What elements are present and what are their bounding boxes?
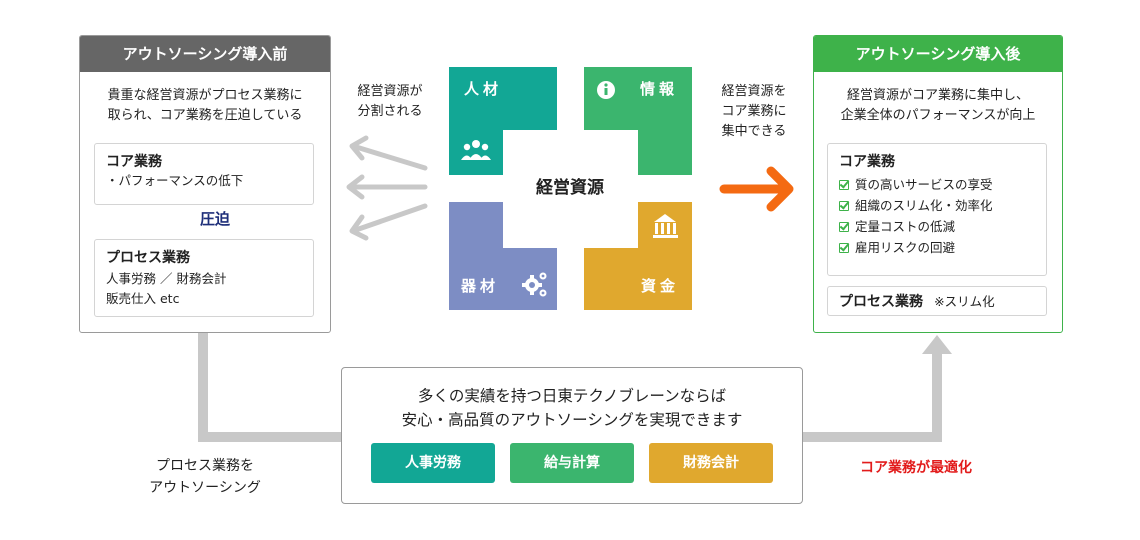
left-caption-line1: プロセス業務を (156, 458, 254, 474)
after-header: アウトソーシング導入後 (814, 36, 1062, 72)
after-core-title: コア業務 (839, 154, 895, 170)
bottom-line2: 安心・高品質のアウトソーシングを実現できます (401, 411, 743, 429)
people-icon (461, 140, 491, 160)
after-item-text: 雇用リスクの回避 (855, 240, 956, 255)
dispersed-line2: 分割される (357, 104, 423, 119)
after-core-item: 組織のスリム化・効率化 (839, 195, 1035, 216)
right-connector-line (801, 352, 942, 442)
focus-arrow (719, 166, 794, 212)
after-outsourcing-panel: アウトソーシング導入後 経営資源がコア業務に集中し、 企業全体のパフォーマンスが… (813, 35, 1063, 333)
bottom-line1: 多くの実績を持つ日東テクノブレーンならば (417, 387, 727, 405)
dispersed-line1: 経営資源が (357, 84, 423, 99)
label-equipment: 器材 (461, 277, 500, 295)
after-item-text: 質の高いサービスの享受 (855, 177, 993, 192)
after-process-note: ※スリム化 (934, 294, 995, 309)
pill-hr: 人事労務 (371, 443, 495, 483)
label-info: 情報 (640, 80, 679, 98)
after-core-item: 雇用リスクの回避 (839, 237, 1035, 258)
focus-line3: 集中できる (721, 124, 787, 139)
after-item-text: 定量コストの低減 (855, 219, 956, 234)
left-connector-line (198, 331, 341, 442)
after-process-box: プロセス業務 ※スリム化 (827, 286, 1047, 316)
before-core-item: ・パフォーマンスの低下 (106, 173, 244, 188)
before-process-box: プロセス業務 人事労務 ／ 財務会計 販売仕入 etc (94, 239, 314, 317)
focus-caption: 経営資源を コア業務に 集中できる (704, 82, 804, 142)
before-process-title: プロセス業務 (106, 250, 190, 266)
quadrant-funds (584, 202, 692, 310)
pill-accounting: 財務会計 (649, 443, 773, 483)
dispersed-caption: 経営資源が 分割される (340, 82, 440, 122)
pill-payroll: 給与計算 (510, 443, 634, 483)
dispersing-arrows (346, 135, 428, 241)
focus-line2: コア業務に (721, 104, 787, 119)
bottom-message: 多くの実績を持つ日東テクノブレーンならば 安心・高品質のアウトソーシングを実現で… (342, 384, 802, 432)
before-core-title: コア業務 (106, 154, 162, 170)
info-icon (597, 81, 615, 99)
right-connector-arrowhead (922, 335, 952, 354)
check-icon (839, 200, 849, 211)
before-header: アウトソーシング導入前 (80, 36, 330, 72)
focus-line1: 経営資源を (721, 84, 787, 99)
check-icon (839, 221, 849, 232)
right-caption: コア業務が最適化 (860, 460, 972, 476)
after-core-item: 定量コストの低減 (839, 216, 1035, 237)
after-core-box: コア業務 質の高いサービスの享受 組織のスリム化・効率化 定量コストの低減 雇用… (827, 143, 1047, 276)
before-process-line2: 販売仕入 etc (106, 291, 180, 306)
left-caption: プロセス業務を アウトソーシング (120, 455, 290, 499)
label-funds: 資金 (641, 277, 680, 295)
before-description: 貴重な経営資源がプロセス業務に 取られ、コア業務を圧迫している (80, 86, 330, 126)
after-desc-line2: 企業全体のパフォーマンスが向上 (840, 108, 1036, 123)
before-desc-line1: 貴重な経営資源がプロセス業務に (107, 88, 303, 103)
after-core-item: 質の高いサービスの享受 (839, 174, 1035, 195)
after-desc-line1: 経営資源がコア業務に集中し、 (846, 88, 1029, 103)
before-desc-line2: 取られ、コア業務を圧迫している (107, 108, 303, 123)
left-caption-line2: アウトソーシング (149, 480, 261, 496)
pressure-label: 圧迫 (200, 210, 231, 228)
check-icon (839, 242, 849, 253)
bank-icon (653, 214, 678, 238)
after-description: 経営資源がコア業務に集中し、 企業全体のパフォーマンスが向上 (814, 86, 1062, 126)
check-icon (839, 179, 849, 190)
before-process-line1: 人事労務 ／ 財務会計 (106, 271, 227, 286)
gears-icon (522, 272, 547, 297)
after-process-title: プロセス業務 (839, 294, 923, 310)
bottom-message-panel: 多くの実績を持つ日東テクノブレーンならば 安心・高品質のアウトソーシングを実現で… (341, 367, 803, 504)
before-outsourcing-panel: アウトソーシング導入前 貴重な経営資源がプロセス業務に 取られ、コア業務を圧迫し… (79, 35, 331, 333)
center-resources-label: 経営資源 (536, 178, 604, 198)
after-item-text: 組織のスリム化・効率化 (855, 198, 993, 213)
label-people: 人材 (464, 80, 503, 98)
before-core-box: コア業務 ・パフォーマンスの低下 (94, 143, 314, 205)
